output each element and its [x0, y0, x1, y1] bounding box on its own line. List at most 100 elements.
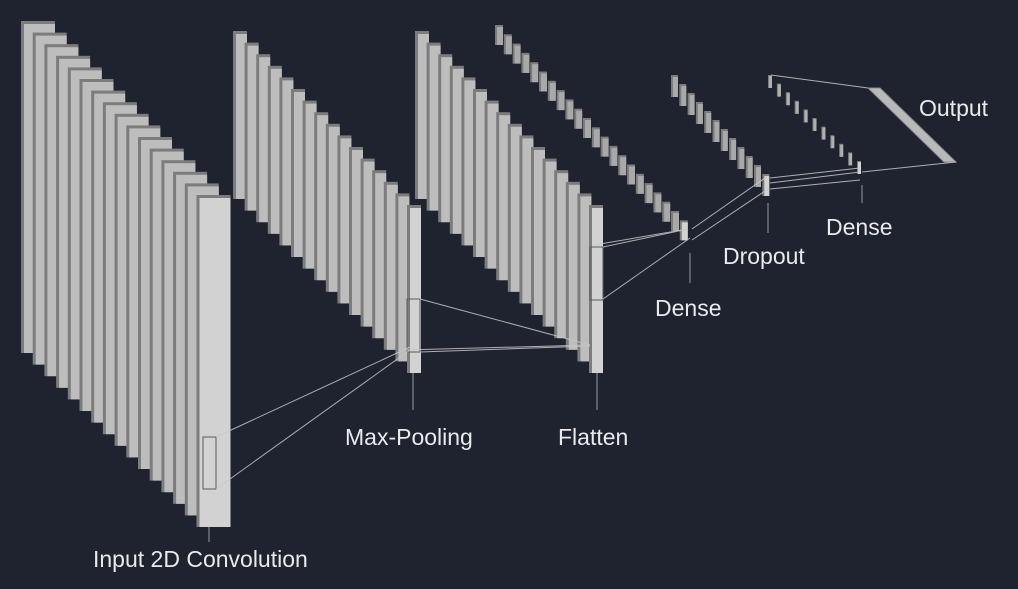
flatten-vector-block-face: [681, 222, 688, 241]
flatten-slice-face: [557, 173, 569, 339]
conn-dense-to-dropout-b: [691, 188, 769, 241]
label-leaders: [208, 185, 863, 542]
conn-dense-to-dropout-a: [691, 177, 766, 230]
flatten-slice-face: [418, 34, 429, 199]
flatten-slice-face: [499, 115, 511, 281]
maxpool-slice-face: [317, 115, 329, 281]
input-conv-slice-face: [199, 198, 231, 527]
conn-dropout-to-dense-b: [769, 179, 861, 190]
maxpool-slice-face: [328, 126, 340, 292]
dense1-block-face: [747, 158, 753, 178]
flatten-slice-face: [487, 103, 499, 269]
label-input-conv: Input 2D Convolution: [93, 546, 308, 572]
dense-layer-2: [768, 75, 861, 174]
dense2-block-face: [777, 84, 781, 97]
maxpool-slice-face: [386, 184, 398, 350]
connection-lines: [215, 74, 957, 490]
conn-pool-to-flatten-b: [419, 345, 591, 353]
maxpool-layer: [233, 31, 421, 373]
flatten-vector-block-face: [637, 175, 644, 194]
flatten-slice-face: [429, 45, 441, 211]
flatten-slice-face: [522, 138, 534, 304]
dense1-block-face: [697, 104, 703, 124]
conn-dropout-to-dense-c: [769, 171, 861, 184]
flatten-vector-block-face: [655, 194, 662, 213]
dense1-block-face: [681, 86, 687, 106]
flatten-vector-block-face: [602, 138, 609, 157]
maxpool-slice-face: [398, 196, 410, 362]
flatten-slice-face: [568, 184, 580, 350]
maxpool-pool-window: [406, 298, 421, 353]
maxpool-slice-face: [410, 208, 421, 373]
maxpool-slice-face: [259, 57, 271, 223]
maxpool-slice-face: [305, 103, 317, 269]
flatten-vector-block-face: [673, 213, 679, 231]
dense2-block-face: [804, 110, 808, 123]
input-conv-layer: [21, 21, 231, 527]
conn-dense-to-output-b: [861, 161, 957, 173]
dense1-block-face: [764, 176, 770, 196]
maxpool-slice-face: [247, 45, 259, 211]
label-dropout: Dropout: [723, 243, 805, 269]
flatten-slice-face: [534, 150, 545, 315]
conn-flatten-to-dense-c: [593, 228, 689, 246]
conn-input-to-pool-a: [215, 346, 411, 438]
flatten-vector-block-face: [514, 45, 521, 64]
label-output: Output: [919, 95, 989, 121]
label-maxpool: Max-Pooling: [345, 424, 473, 450]
dense2-block-face: [813, 119, 817, 131]
flatten-slice-face: [592, 208, 603, 373]
flatten-vector-block-face: [505, 36, 512, 55]
flatten-vector-block-face: [497, 27, 503, 45]
label-dense-2: Dense: [826, 214, 892, 240]
flatten-vector-blocks: [495, 25, 688, 241]
flatten-slice-face: [452, 68, 464, 234]
flatten-slice-face: [464, 80, 476, 246]
flatten-window: [589, 246, 604, 301]
conn-flatten-to-dense-a: [602, 228, 689, 248]
label-flatten: Flatten: [558, 424, 628, 450]
conn-dense-to-output-a: [770, 74, 869, 89]
dense1-block-face: [731, 140, 737, 160]
maxpool-slice-face: [363, 161, 375, 327]
flatten-vector-block-face: [558, 92, 565, 111]
flatten-vector-block-face: [646, 185, 653, 204]
label-dense-1: Dense: [655, 295, 721, 321]
dense2-block-face: [786, 93, 790, 106]
dense1-block-face: [689, 95, 695, 115]
flatten-vector-block-face: [620, 157, 627, 176]
flatten-slice-face: [510, 126, 522, 292]
dense2-block-face: [849, 153, 853, 166]
dense1-block-face: [739, 149, 745, 169]
dense2-block-face: [831, 136, 835, 149]
maxpool-slice-face: [270, 68, 282, 234]
conn-flatten-to-dense-b: [602, 237, 691, 300]
flatten-vector-block-face: [567, 101, 574, 120]
flatten-slice-face: [441, 57, 453, 223]
flatten-vector-block-face: [523, 54, 530, 73]
flatten-layer: [415, 31, 604, 373]
flatten-vector-block-face: [629, 166, 635, 185]
flatten-vector-block-face: [664, 203, 671, 222]
flatten-slice-face: [580, 196, 592, 362]
input-conv-kernel-window: [202, 436, 217, 490]
flatten-vector-block-face: [541, 73, 547, 92]
maxpool-slice-face: [340, 138, 352, 304]
conn-input-to-pool-b: [215, 349, 411, 490]
conn-pool-to-flatten-a: [419, 298, 591, 346]
dense2-block-face: [769, 76, 772, 88]
flatten-vector-block-face: [549, 82, 556, 101]
flatten-vector-block-face: [576, 110, 583, 129]
maxpool-slice-face: [236, 34, 247, 199]
flatten-vector-block-face: [532, 64, 539, 83]
maxpool-slice-face: [282, 80, 294, 246]
flatten-vector-block-face: [593, 129, 600, 148]
dense1-block-face: [714, 122, 720, 142]
flatten-vector-block-face: [611, 147, 618, 166]
dense-layer-1: [671, 75, 770, 196]
conn-dropout-to-dense-a: [769, 167, 861, 179]
flatten-vector-block-face: [585, 120, 591, 138]
flatten-slice-face: [545, 161, 557, 327]
dense2-block-face: [822, 127, 826, 140]
